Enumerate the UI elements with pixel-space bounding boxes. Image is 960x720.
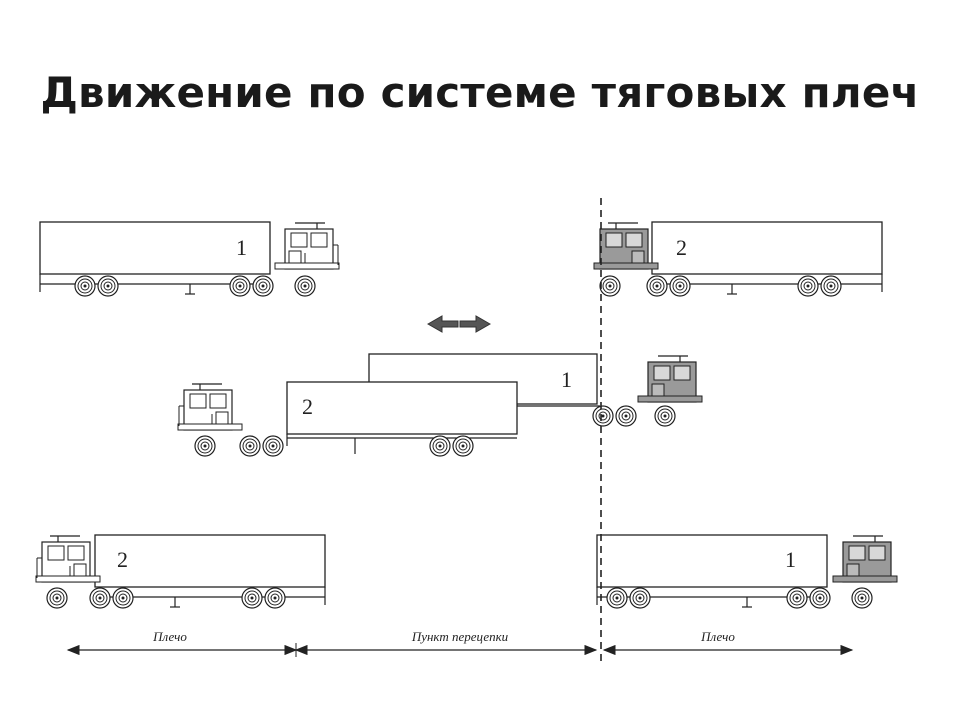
- wheel-group: [593, 406, 636, 426]
- wheel: [851, 587, 873, 609]
- trailer-number-label: 2: [117, 547, 128, 572]
- wheel-group: [607, 588, 650, 608]
- wheel: [46, 587, 68, 609]
- wheel-group: [430, 436, 473, 456]
- row1-truck1: 1: [39, 221, 340, 297]
- wheel-group: [230, 276, 273, 296]
- row3-truck1: 1: [596, 534, 898, 609]
- trailer-number-label: 2: [676, 235, 687, 260]
- slide-title: Движение по системе тяговых плеч: [40, 68, 920, 117]
- trailer-number-label: 2: [302, 394, 313, 419]
- wheel: [599, 275, 621, 297]
- trailer-number-label: 1: [785, 547, 796, 572]
- tractor-1: [832, 535, 898, 583]
- wheel: [654, 405, 676, 427]
- wheel-group: [647, 276, 690, 296]
- tractor-1: [274, 222, 340, 270]
- swap-arrow-icon: [426, 315, 492, 333]
- wheel-group: [75, 276, 118, 296]
- trailer-number-label: 1: [561, 367, 572, 392]
- row1-truck2: 2: [593, 221, 883, 297]
- wheel-group: [90, 588, 133, 608]
- wheel-group: [242, 588, 285, 608]
- row2-truck2: 2: [177, 381, 518, 457]
- row3-truck2: 2: [35, 534, 326, 609]
- wheel-group: [240, 436, 283, 456]
- segment-label-arm-left: Плечо: [152, 629, 187, 644]
- segment-dimension-line: Плечо Пункт перецепки Плечо: [66, 629, 854, 657]
- tractor-1: [637, 355, 703, 403]
- wheel-group: [798, 276, 841, 296]
- segment-label-arm-right: Плечо: [700, 629, 735, 644]
- wheel-group: [787, 588, 830, 608]
- trailer-number-label: 1: [236, 235, 247, 260]
- wheel: [194, 435, 216, 457]
- segment-label-exchange-point: Пункт перецепки: [411, 629, 509, 644]
- wheel: [294, 275, 316, 297]
